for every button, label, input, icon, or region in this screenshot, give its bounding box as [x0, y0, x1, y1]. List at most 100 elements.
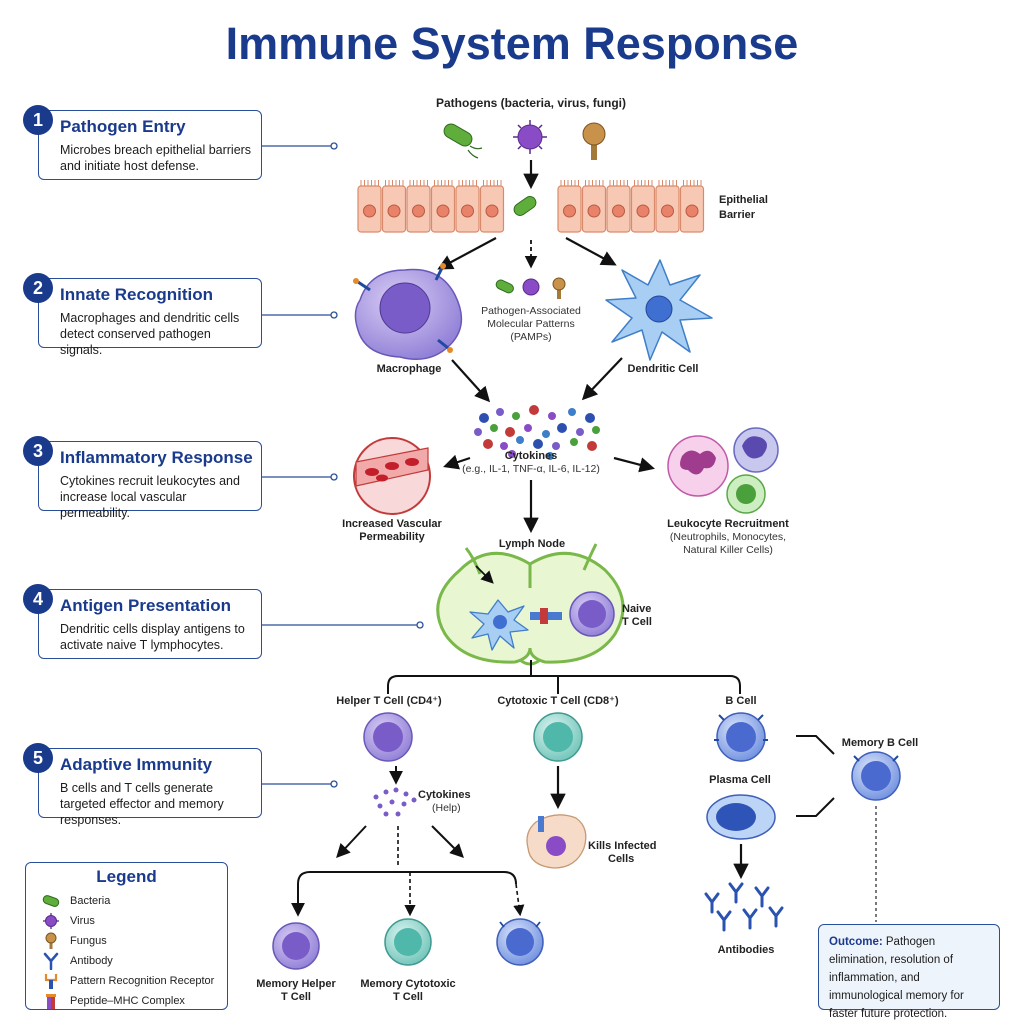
epithelial-label-line1: Epithelial	[719, 194, 768, 206]
step-number-4: 4	[23, 584, 53, 614]
cytokine-dot	[557, 423, 567, 433]
fungus-icon	[45, 932, 57, 949]
cytokine-dot	[516, 436, 524, 444]
pamps-label-line1: Pathogen-Associated	[481, 305, 581, 317]
naive-t-cell	[569, 591, 615, 637]
helper-t-cell	[363, 712, 413, 762]
step-title-3: Inflammatory Response	[60, 448, 253, 467]
plasma-cell-label: Plasma Cell	[709, 774, 771, 786]
step-number-2: 2	[23, 273, 53, 303]
cytokine-dot	[592, 426, 600, 434]
pathogens-label: Pathogens (bacteria, virus, fungi)	[435, 96, 627, 110]
step-title-4: Antigen Presentation	[60, 596, 231, 615]
cytokine-dot	[533, 439, 543, 449]
arrow-antigen-into-node	[475, 565, 494, 584]
antibody-icon	[43, 952, 59, 970]
step-title-5: Adaptive Immunity	[60, 755, 213, 774]
outcome-box: Outcome: Pathogen elimination, resolutio…	[818, 924, 1000, 1020]
outcome-text: Pathogen elimination, resolution of infl…	[829, 936, 964, 1020]
macrophage-label: Macrophage	[376, 363, 442, 375]
cytokine-dot	[568, 408, 576, 416]
memory-cytotoxic-label-line2: T Cell	[393, 991, 423, 1003]
page-title: Immune System Response	[225, 18, 799, 69]
dendritic-cell-label: Dendritic Cell	[627, 363, 699, 375]
epithelial-cell	[581, 180, 607, 233]
b-cell	[714, 712, 768, 762]
legend-label-receptor: Pattern Recognition Receptor	[70, 975, 215, 987]
arrow-to-dendritic	[565, 237, 617, 266]
epithelial-cell	[406, 180, 431, 233]
step-number-3: 3	[23, 436, 53, 466]
cytokine-dot	[570, 438, 578, 446]
vascular-label-line2: Permeability	[359, 531, 425, 543]
cytokines-label: Cytokines	[504, 450, 558, 462]
leukocyte-neutrophil	[667, 435, 729, 497]
leukocyte-label-line2: (Neutrophils, Monocytes,	[669, 531, 787, 543]
step-title-2: Innate Recognition	[60, 285, 213, 304]
step-box-3: 3 Inflammatory Response Cytokines recrui…	[23, 436, 262, 520]
blood-vessel	[353, 437, 431, 515]
cytokine-dot	[479, 413, 489, 423]
arrow-help-left	[336, 825, 367, 859]
infected-cell	[526, 814, 587, 869]
dendritic-cell	[605, 259, 713, 361]
legend-label-virus: Virus	[70, 915, 95, 927]
epithelial-cell	[357, 180, 382, 233]
cytokine-dot	[496, 408, 504, 416]
epithelial-cell	[455, 180, 480, 233]
epithelial-cell	[381, 180, 407, 233]
arrow-to-leukocytes	[613, 456, 655, 473]
leukocyte-label-line1: Leukocyte Recruitment	[667, 518, 789, 530]
cytokine-dot	[508, 450, 516, 458]
memory-b-cell-label: Memory B Cell	[841, 737, 919, 749]
arrow-to-memory-bcell	[513, 883, 525, 917]
step-desc-4: Dendritic cells display antigens to acti…	[60, 622, 245, 652]
step-connectors	[262, 142, 424, 788]
memory-b-cell	[851, 751, 901, 801]
cytokine-dot	[542, 430, 550, 438]
cytokine-dot	[500, 442, 508, 450]
branch-lines	[387, 660, 741, 694]
step-box-1: 1 Pathogen Entry Microbes breach epithel…	[23, 105, 262, 180]
epithelial-cell	[630, 180, 656, 233]
step-desc-1: Microbes breach epithelial barriers and …	[60, 143, 252, 173]
step-number-1: 1	[23, 105, 53, 135]
b-cell-label: B Cell	[725, 695, 757, 707]
cytokine-dot	[587, 441, 597, 451]
epithelial-barrier	[357, 180, 705, 233]
step-box-2: 2 Innate Recognition Macrophages and den…	[23, 273, 262, 357]
outcome-label: Outcome:	[829, 936, 883, 948]
vascular-label-line1: Increased Vascular	[342, 518, 442, 530]
legend-label-bacteria: Bacteria	[70, 895, 111, 907]
memory-cytotoxic-t-cell	[384, 918, 432, 966]
memory-b-cell-bottom	[496, 918, 544, 966]
legend-box: Legend Bacteria Virus Fungus Antibody Pa…	[25, 862, 228, 1010]
pamps-label-line3: (PAMPs)	[510, 331, 552, 343]
memory-cytotoxic-label-line1: Memory Cytotoxic	[360, 978, 456, 990]
legend-item-fungus: Fungus	[26, 931, 227, 951]
cytokine-dot	[483, 439, 493, 449]
lymph-dendritic-cell	[469, 599, 529, 651]
step-desc-5: B cells and T cells generate targeted ef…	[60, 781, 224, 827]
cytokine-cluster	[474, 405, 600, 460]
arrow-help-right	[431, 825, 464, 858]
arrow-to-macrophage	[437, 237, 497, 270]
legend-label-mhc: Peptide–MHC Complex	[70, 995, 185, 1007]
legend-item-virus: Virus	[26, 911, 227, 931]
naive-t-cell-label-line2: T Cell	[622, 616, 652, 628]
step-title-1: Pathogen Entry	[60, 117, 186, 136]
cytokine-dot	[505, 427, 515, 437]
virus-icon	[43, 913, 59, 929]
naive-t-cell-label-line1: Naive	[622, 603, 652, 615]
epithelial-cell	[606, 180, 631, 233]
legend-item-bacteria: Bacteria	[26, 891, 227, 911]
pathogen-bacteria	[443, 123, 483, 159]
cytokine-dot	[512, 412, 520, 420]
help-cytokine-dots	[373, 787, 417, 817]
cytokines-examples-label: (e.g., IL-1, TNF-α, IL-6, IL-12)	[462, 463, 600, 475]
arrow-dendritic-to-cytokines	[581, 357, 623, 401]
receptor-icon	[44, 974, 58, 989]
mhc-icon	[46, 994, 56, 1009]
cytokine-dot	[529, 405, 539, 415]
